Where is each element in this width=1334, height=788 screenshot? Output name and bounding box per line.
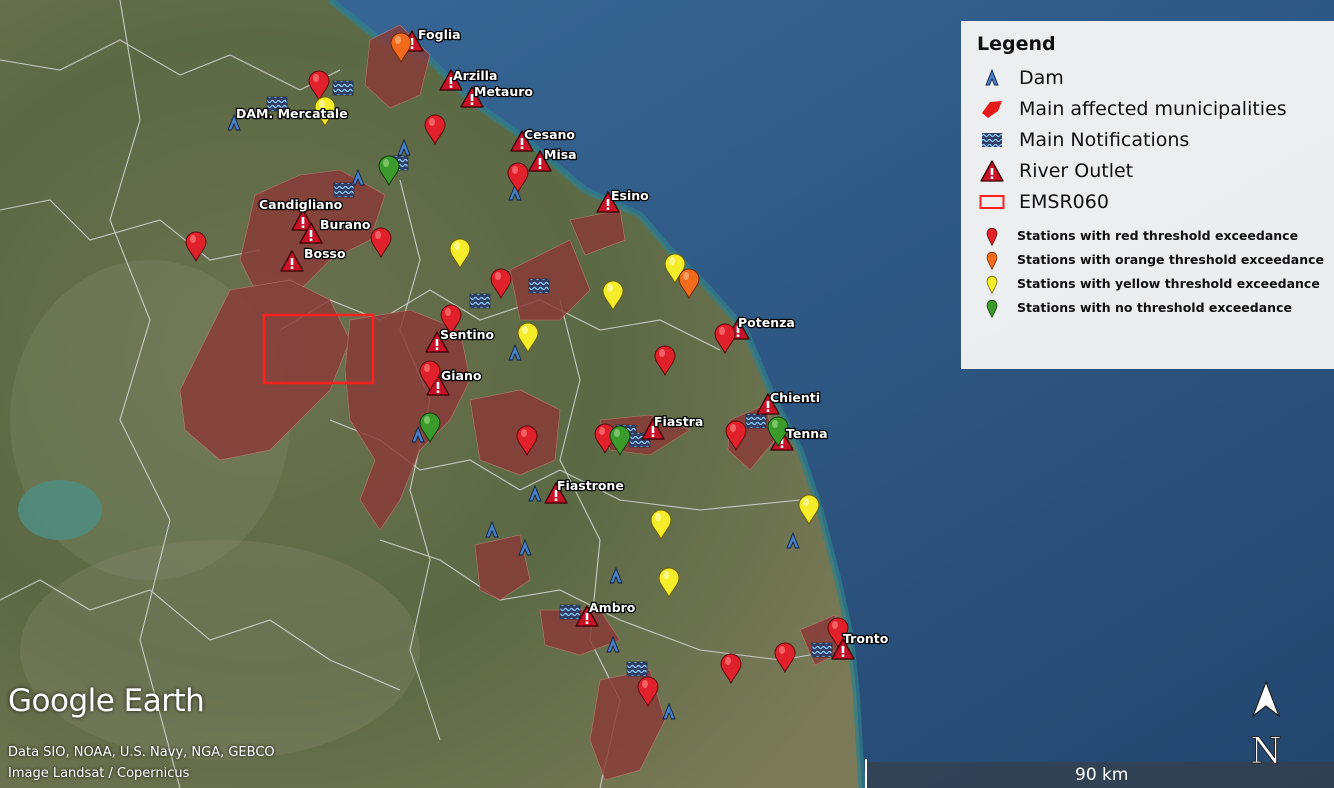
terrain-shading (20, 540, 420, 760)
legend-item-dam: Dam (977, 62, 1334, 93)
legend-item-affected: Main affected municipalities (977, 93, 1334, 124)
green-station-pin-icon (977, 295, 1007, 319)
legend-item-river-outlet: River Outlet (977, 155, 1334, 186)
notification-wave-icon[interactable] (333, 182, 355, 198)
notification-wave-icon[interactable] (626, 661, 648, 677)
label-fiastra: Fiastra (654, 414, 703, 429)
scale-bar: 90 km (865, 759, 1334, 788)
yellow-station-pin-icon (977, 271, 1007, 295)
label-sentino: Sentino (440, 327, 495, 342)
dam-icon (977, 66, 1007, 90)
notification-wave-icon[interactable] (469, 293, 491, 309)
notification-wave-icon[interactable] (528, 278, 550, 294)
legend-item-station-yellow: Stations with yellow threshold exceedanc… (977, 271, 1334, 295)
legend-item-station-orange: Stations with orange threshold exceedanc… (977, 247, 1334, 271)
label-chienti: Chienti (770, 390, 820, 405)
north-arrow[interactable]: N (1246, 678, 1286, 773)
legend-label: Dam (1019, 66, 1064, 89)
lake-trasimeno (18, 480, 102, 540)
label-cesano: Cesano (524, 127, 575, 142)
imagery-credit: Image Landsat / Copernicus (8, 766, 190, 781)
scale-label: 90 km (1075, 765, 1129, 785)
legend-item-emsr060: EMSR060 (977, 186, 1334, 217)
label-arzilla: Arzilla (453, 68, 497, 83)
notification-wave-icon[interactable] (811, 642, 833, 658)
label-giano: Giano (441, 368, 482, 383)
label-tronto: Tronto (843, 631, 889, 646)
label-candigliano: Candigliano (259, 197, 343, 212)
notification-wave-icon[interactable] (332, 80, 354, 96)
label-foglia: Foglia (418, 27, 461, 42)
scale-tick (865, 759, 867, 788)
legend-label: Stations with no threshold exceedance (1017, 299, 1292, 315)
legend-label: Main Notifications (1019, 128, 1190, 151)
river-outlet-icon (977, 159, 1007, 183)
affected-municipality-icon (977, 97, 1007, 121)
label-dam-mercatale: DAM. Mercatale (236, 106, 348, 121)
legend-label: EMSR060 (1019, 190, 1109, 213)
legend-item-station-green: Stations with no threshold exceedance (977, 295, 1334, 319)
emsr060-aoi (262, 313, 375, 385)
data-credit: Data SIO, NOAA, U.S. Navy, NGA, GEBCO (8, 745, 275, 760)
river-labels: Foglia Arzilla Metauro DAM. Mercatale Ce… (235, 26, 890, 648)
label-ambro: Ambro (589, 600, 636, 615)
legend-item-notifications: Main Notifications (977, 124, 1334, 155)
legend-label: Stations with red threshold exceedance (1017, 227, 1299, 243)
legend-item-station-red: Stations with red threshold exceedance (977, 223, 1334, 247)
label-fiastrone: Fiastrone (557, 478, 624, 493)
notification-wave-icon[interactable] (559, 604, 581, 620)
notification-wave-icon[interactable] (745, 413, 767, 429)
aoi-rectangle-icon (977, 190, 1007, 214)
red-station-pin-icon (977, 223, 1007, 247)
legend-label: Stations with yellow threshold exceedanc… (1017, 275, 1320, 291)
legend-label: River Outlet (1019, 159, 1134, 182)
notification-wave-icon (977, 128, 1007, 152)
north-arrow-icon: N (1250, 680, 1282, 773)
map-legend: Legend Dam Main affected municipalities … (961, 21, 1334, 369)
label-burano: Burano (320, 217, 371, 232)
label-esino: Esino (611, 188, 649, 203)
legend-label: Stations with orange threshold exceedanc… (1017, 251, 1324, 267)
label-metauro: Metauro (474, 84, 533, 99)
label-bosso: Bosso (304, 246, 346, 261)
label-misa: Misa (544, 147, 577, 162)
legend-title: Legend (977, 33, 1056, 55)
label-potenza: Potenza (738, 315, 795, 330)
orange-station-pin-icon (977, 247, 1007, 271)
google-earth-logo: Google Earth (8, 683, 205, 719)
label-tenna: Tenna (786, 426, 828, 441)
north-letter: N (1250, 731, 1282, 768)
legend-label: Main affected municipalities (1019, 97, 1287, 120)
